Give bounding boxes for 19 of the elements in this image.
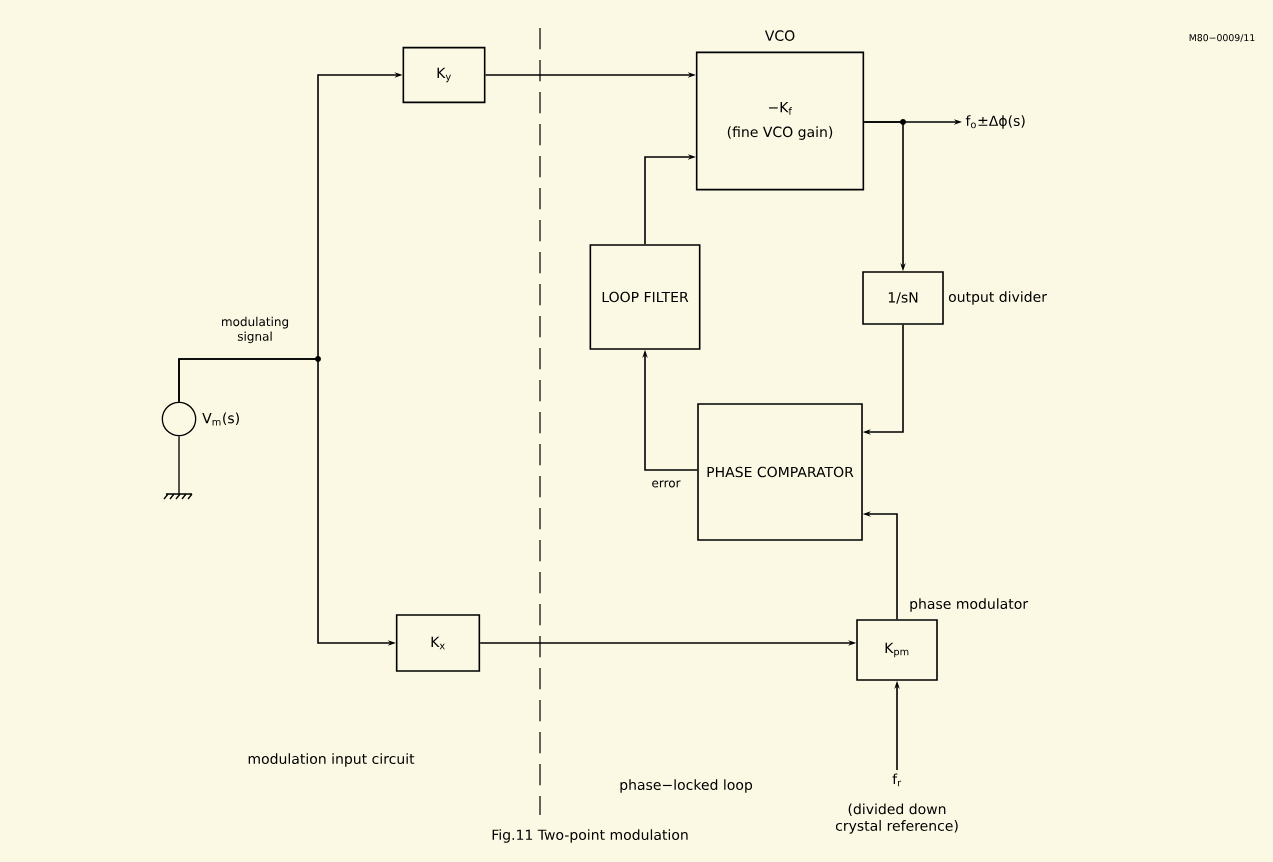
note-label: phase−locked loop	[620, 779, 753, 793]
block-caption: V$_{m}$(s)	[202, 412, 239, 426]
block-title: VCO	[764, 30, 795, 41]
note-label: M80−0009/11	[1189, 34, 1255, 42]
note-label: modulation input circuit	[248, 753, 415, 767]
figure-caption: Fig.11 Two-point modulation	[492, 829, 688, 843]
block-caption: phase modulator	[910, 598, 1029, 612]
edge-label: modulating signal	[222, 316, 289, 344]
signal-label: f$_{o}$±Δϕ(s)	[965, 115, 1025, 129]
block-caption: output divider	[948, 291, 1047, 305]
gain-block: K$_{x}$	[395, 614, 481, 672]
gain-block: K$_{y}$	[402, 46, 486, 104]
divider-block: 1/sN	[862, 271, 944, 325]
signal-label: f$_{r}$ (divided down crystal reference)	[835, 773, 958, 834]
filter-block: LOOP FILTER	[589, 244, 701, 350]
edge-label: error	[652, 480, 681, 488]
comparator-block: PHASE COMPARATOR	[697, 403, 863, 541]
modulator-block: K$_{pm}$	[856, 619, 938, 681]
vco-block: −K$_{f}$ (fine VCO gain)	[695, 51, 865, 191]
